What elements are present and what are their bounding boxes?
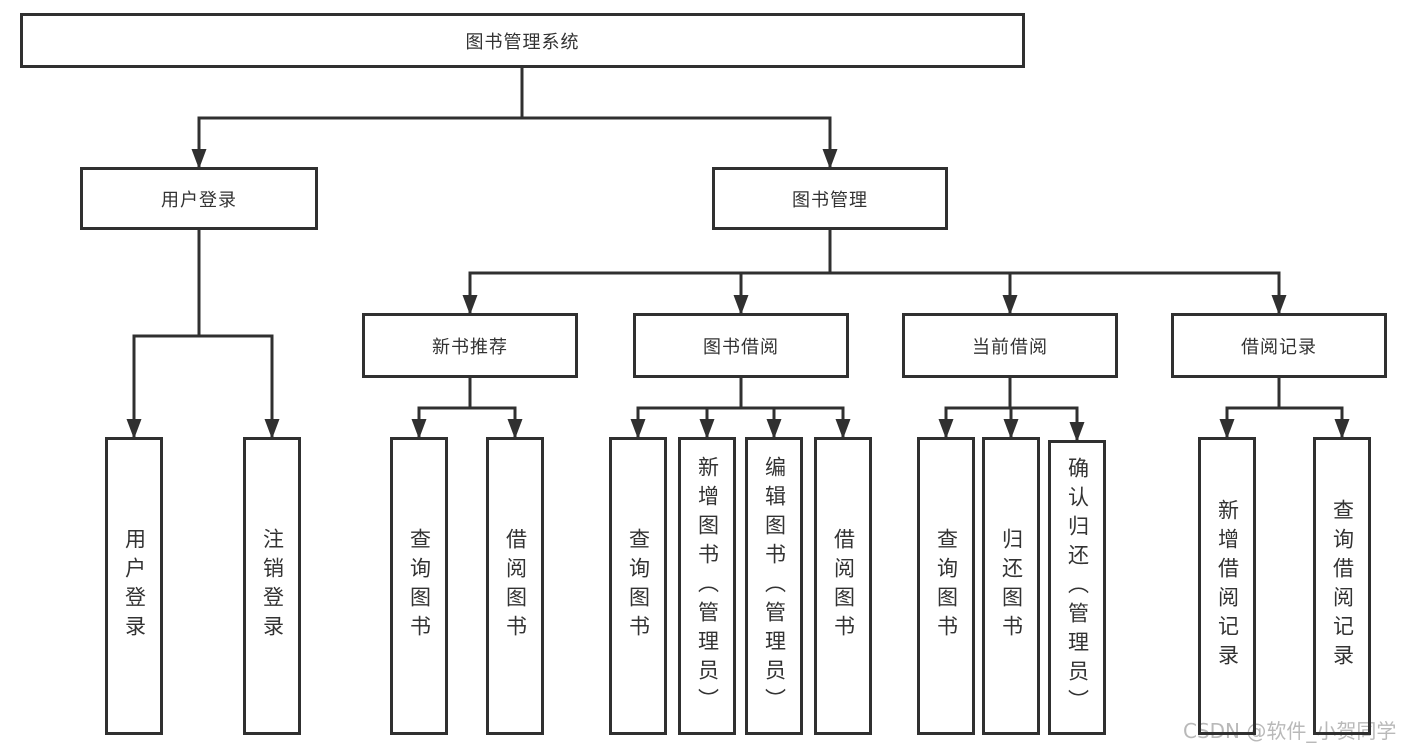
node-borrow-books-recommend: 借阅图书	[486, 437, 544, 735]
node-system: 图书管理系统	[20, 13, 1025, 68]
node-borrow-books-op: 借阅图书	[814, 437, 872, 735]
node-user-login: 用户登录	[80, 167, 318, 230]
node-user-login-op: 用户登录	[105, 437, 163, 735]
node-book-management: 图书管理	[712, 167, 948, 230]
node-query-books-borrowing: 查询图书	[609, 437, 667, 735]
node-borrowing-records: 借阅记录	[1171, 313, 1387, 378]
node-add-books-admin: 新增图书（管理员）	[678, 437, 736, 735]
node-book-borrowing: 图书借阅	[633, 313, 849, 378]
node-query-books-current: 查询图书	[917, 437, 975, 735]
node-query-borrow-record: 查询借阅记录	[1313, 437, 1371, 735]
node-query-books-recommend: 查询图书	[390, 437, 448, 735]
node-confirm-return-admin: 确认归还（管理员）	[1048, 440, 1106, 735]
node-new-book-recommend: 新书推荐	[362, 313, 578, 378]
node-return-books: 归还图书	[982, 437, 1040, 735]
node-logout-op: 注销登录	[243, 437, 301, 735]
node-add-borrow-record: 新增借阅记录	[1198, 437, 1256, 735]
node-edit-books-admin: 编辑图书（管理员）	[745, 437, 803, 735]
node-current-borrowing: 当前借阅	[902, 313, 1118, 378]
